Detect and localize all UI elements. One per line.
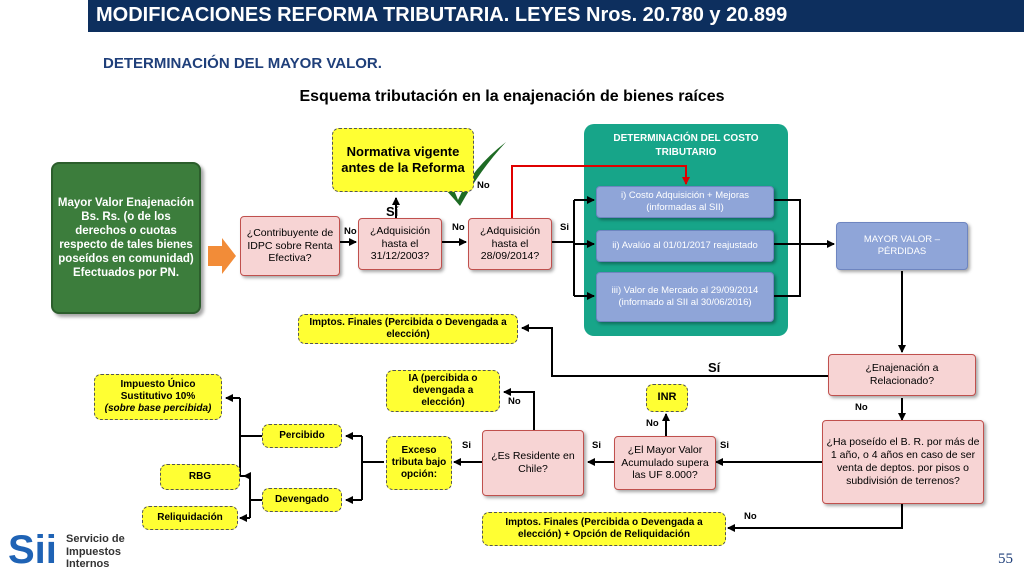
- red-connector-adq2014-costo-i: [511, 165, 690, 218]
- mayor-valor-perdidas-box: MAYOR VALOR – PÉRDIDAS: [836, 222, 968, 270]
- label-si-uf: Si: [592, 440, 601, 451]
- label-no-contribuyente: No: [344, 226, 357, 237]
- section-subtitle: DETERMINACIÓN DEL MAYOR VALOR.: [103, 55, 382, 72]
- page-number: 55: [998, 551, 1013, 567]
- avaluo-box: ii) Avalúo al 01/01/2017 reajustado: [596, 230, 774, 262]
- impuesto-unico-label: Impuesto Único Sustitutivo 10%: [120, 378, 196, 402]
- costo-tributario-title: DETERMINACIÓN DEL COSTO TRIBUTARIO: [613, 133, 759, 158]
- org-line-3: Internos: [66, 558, 110, 571]
- label-no-relacionado: No: [855, 402, 868, 413]
- logo-letters: Sii: [8, 528, 57, 569]
- label-no-residente: No: [508, 396, 521, 407]
- arrow-haposeido-no: [727, 504, 903, 532]
- normativa-box: Normativa vigente antes de la Reforma: [332, 128, 474, 192]
- title-banner: MODIFICACIONES REFORMA TRIBUTARIA. LEYES…: [88, 0, 1024, 32]
- inr-box: INR: [646, 384, 688, 412]
- line-costos-merge: [774, 199, 801, 297]
- label-no-adq2003: No: [452, 222, 465, 233]
- costo-adquisicion-box: i) Costo Adquisición + Mejoras (informad…: [596, 186, 774, 218]
- mayor-valor-box: Mayor Valor Enajenación Bs. Rs. (o de lo…: [51, 162, 201, 314]
- label-si-adq2003: Sí: [386, 204, 399, 219]
- adquisicion-2003-decision: ¿Adquisición hasta el 31/12/2003?: [358, 218, 442, 270]
- mayor-valor-uf-decision: ¿El Mayor Valor Acumulado supera las UF …: [614, 436, 716, 490]
- imptos-finales-bottom-box: Imptos. Finales (Percibida o Devengada a…: [482, 512, 726, 546]
- label-no-uf: No: [646, 418, 659, 429]
- org-line-1: Servicio de: [66, 533, 125, 545]
- page-title: MODIFICACIONES REFORMA TRIBUTARIA. LEYES…: [96, 4, 788, 26]
- exceso-box: Exceso tributa bajo opción:: [386, 436, 452, 490]
- org-line-2: Impuestos: [66, 545, 122, 558]
- arrow-residente-no: [503, 388, 535, 432]
- devengado-box: Devengado: [262, 488, 342, 512]
- enajenacion-relacionado-decision: ¿Enajenación a Relacionado?: [828, 354, 976, 396]
- label-si-adq2014: Si: [560, 222, 569, 233]
- ia-box: IA (percibida o devengada a elección): [386, 370, 500, 412]
- residente-decision: ¿Es Residente en Chile?: [482, 430, 584, 496]
- imptos-finales-top-box: Imptos. Finales (Percibida o Devengada a…: [298, 314, 518, 344]
- label-no-haposeido: No: [744, 511, 757, 522]
- impuesto-unico-box: Impuesto Único Sustitutivo 10% (sobre ba…: [94, 374, 222, 420]
- scheme-title: Esquema tributación en la enajenación de…: [299, 88, 725, 105]
- org-name: Servicio de Impuestos Internos: [66, 533, 125, 571]
- impuesto-unico-note: (sobre base percibida): [104, 403, 212, 415]
- label-si-relacionado: Sí: [708, 360, 721, 375]
- reliquidacion-box: Reliquidación: [142, 506, 238, 530]
- contribuyente-decision: ¿Contribuyente de IDPC sobre Renta Efect…: [240, 216, 340, 276]
- adquisicion-2014-decision: ¿Adquisición hasta el 28/09/2014?: [468, 218, 552, 270]
- sii-logo: Sii: [8, 528, 57, 569]
- label-no-adq2014: No: [477, 180, 490, 191]
- ha-poseido-decision: ¿Ha poseído el B. R. por más de 1 año, o…: [822, 420, 984, 504]
- percibido-box: Percibido: [262, 424, 342, 448]
- valor-mercado-box: iii) Valor de Mercado al 29/09/2014 (inf…: [596, 272, 774, 322]
- arrow-relacionado-si: [521, 324, 828, 377]
- rbg-box: RBG: [160, 464, 240, 490]
- label-si-haposeido: Si: [720, 440, 729, 451]
- label-si-residente: Si: [462, 440, 471, 451]
- orange-arrow: [208, 238, 236, 274]
- checkmark-icon: [442, 142, 506, 206]
